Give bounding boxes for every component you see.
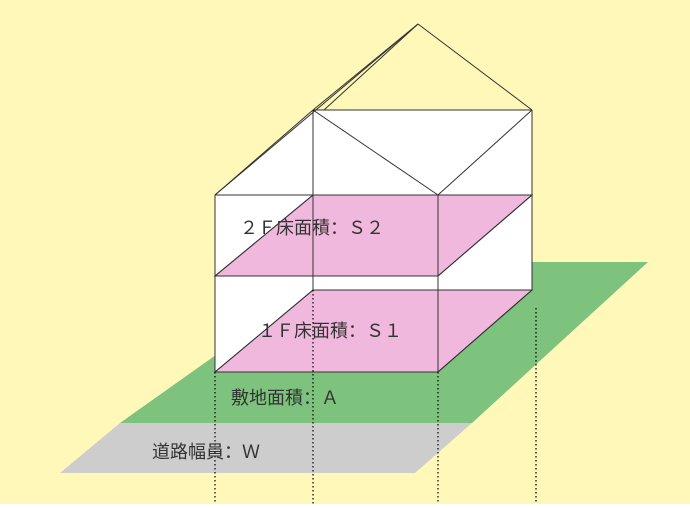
attic-floor [313, 110, 532, 195]
floor1-area-label: １Ｆ床面積：Ｓ１ [258, 321, 402, 342]
floor2-area-label: ２Ｆ床面積：Ｓ２ [240, 218, 384, 239]
front-gable [215, 110, 438, 195]
dotted-guides [214, 290, 537, 504]
road-width-label: 道路幅員：Ｗ [152, 442, 260, 463]
house-edges [214, 23, 533, 373]
road-plane [60, 423, 472, 473]
site-area-label: 敷地面積：Ａ [231, 388, 339, 409]
